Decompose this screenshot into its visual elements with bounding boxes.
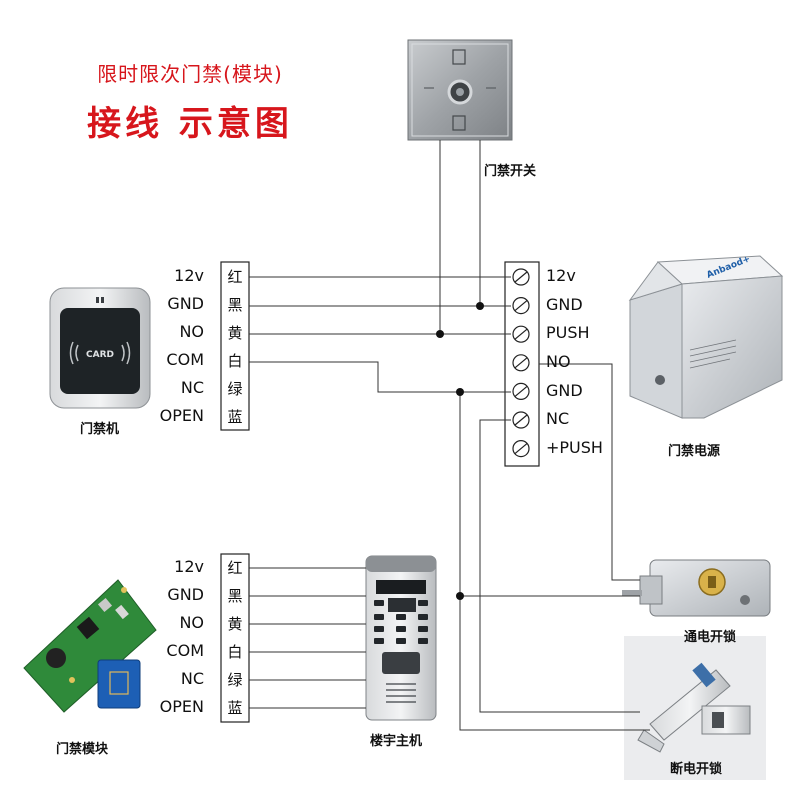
- reader-color-terminal-block: [220, 261, 250, 431]
- module-signal-label: NC: [180, 669, 204, 688]
- electric-lock-caption: 通电开锁: [684, 630, 737, 645]
- reader-signal-label: NO: [179, 322, 204, 341]
- terminal-screw-slot: [514, 300, 528, 312]
- module-wire-color: 黑: [227, 587, 243, 605]
- reader-signal-label: NC: [180, 378, 204, 397]
- power-off-lock-caption: 断电开锁: [670, 762, 723, 777]
- power-terminal-label: PUSH: [546, 323, 590, 342]
- reader-signal-label: 12v: [174, 266, 204, 285]
- power-terminal-label: GND: [546, 381, 583, 400]
- exit-button-device: [407, 39, 513, 141]
- module-wire-color: 黄: [227, 615, 243, 633]
- module-wire-color: 红: [227, 559, 243, 577]
- terminal-screw-slot: [514, 271, 528, 283]
- reader-wire-color: 黑: [227, 296, 243, 314]
- reader-signal-label: OPEN: [159, 406, 204, 425]
- module-signal-label: OPEN: [159, 697, 204, 716]
- reader-signal-label: COM: [166, 350, 204, 369]
- module-wire-color: 白: [227, 643, 243, 661]
- electric-lock-device: [622, 559, 771, 617]
- module-signal-label: GND: [167, 585, 204, 604]
- card-label: CARD: [86, 350, 114, 360]
- junction-dots: [436, 302, 484, 600]
- card-reader-device: CARD: [49, 287, 151, 409]
- module-color-terminal-block: [220, 553, 250, 723]
- title-line-2: 接线 示意图: [87, 104, 293, 144]
- power-terminal-label: 12v: [546, 266, 576, 285]
- card-reader-caption: 门禁机: [80, 422, 120, 437]
- power-terminal-label: NC: [546, 409, 570, 428]
- intercom-caption: 楼宇主机: [370, 734, 423, 749]
- reader-wire-color: 白: [227, 352, 243, 370]
- exit-button-caption: 门禁开关: [484, 164, 537, 179]
- wires: [249, 140, 650, 731]
- reader-wire-color: 蓝: [227, 408, 243, 426]
- module-wire-color: 绿: [227, 671, 243, 689]
- module-signal-label: NO: [179, 613, 204, 632]
- reader-wire-color: 绿: [227, 380, 243, 398]
- terminal-screw-slot: [514, 385, 528, 397]
- reader-signal-label: GND: [167, 294, 204, 313]
- power-supply-caption: 门禁电源: [668, 444, 721, 459]
- module-wire-color: 蓝: [227, 699, 243, 717]
- reader-wire-color: 黄: [227, 324, 243, 342]
- module-caption: 门禁模块: [56, 742, 109, 757]
- terminal-screw-slot: [514, 357, 528, 369]
- intercom-device: [365, 555, 437, 721]
- title-line-1: 限时限次门禁(模块): [97, 62, 283, 86]
- power-terminal-label: +PUSH: [546, 438, 603, 457]
- power-off-lock-device: [624, 636, 766, 780]
- terminal-screw-slot: [514, 443, 528, 455]
- module-board-device: [23, 579, 157, 713]
- power-supply-device: Anbaod+: [628, 254, 784, 419]
- power-terminal-label: GND: [546, 295, 583, 314]
- power-terminal-label: NO: [546, 352, 571, 371]
- terminal-screw-slot: [514, 414, 528, 426]
- module-signal-label: 12v: [174, 557, 204, 576]
- terminal-screw-slot: [514, 328, 528, 340]
- reader-wire-color: 红: [227, 268, 243, 286]
- module-signal-label: COM: [166, 641, 204, 660]
